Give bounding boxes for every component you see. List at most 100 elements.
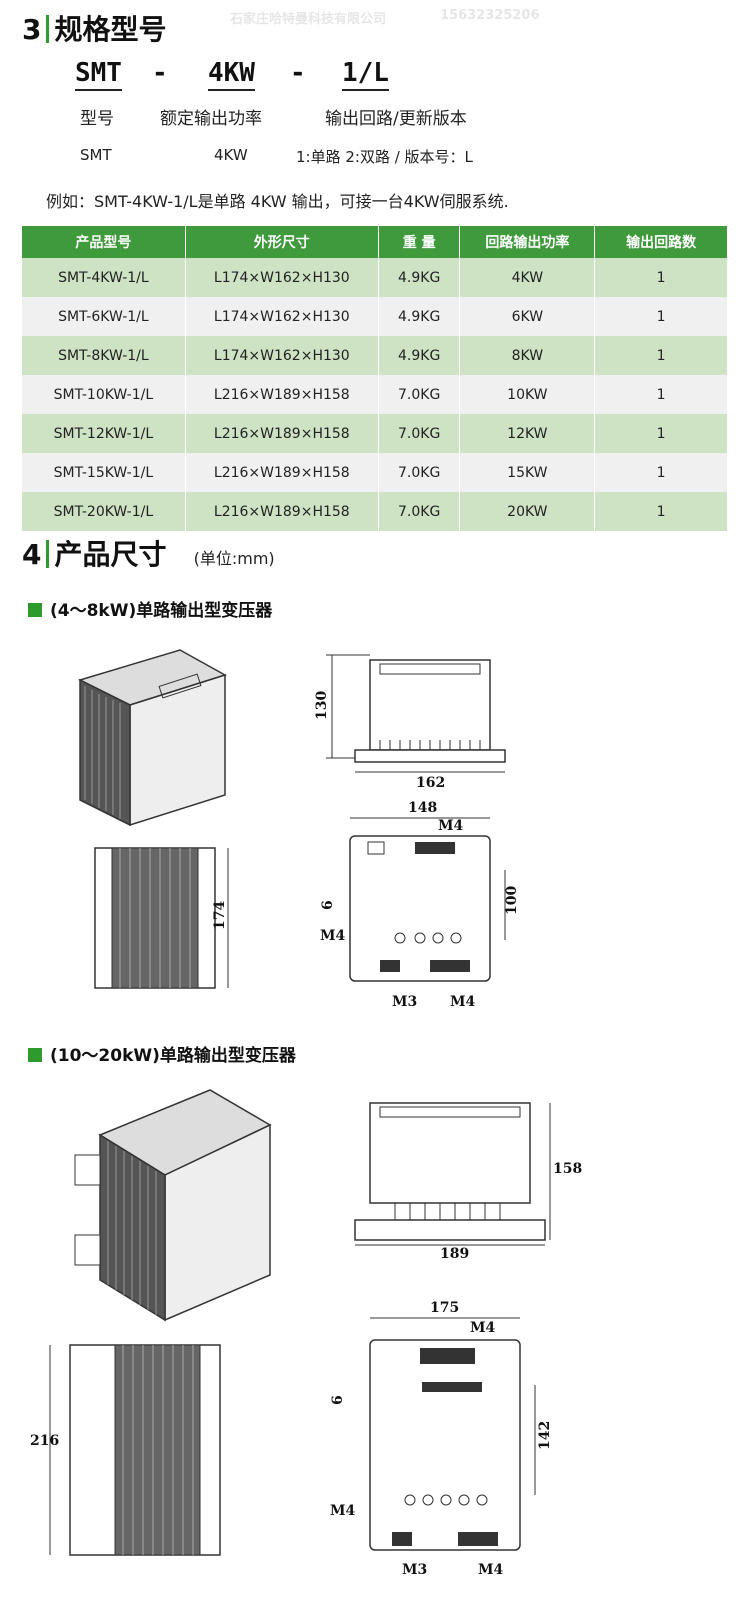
cell-weight: 7.0KG: [378, 453, 461, 492]
front-view-small: 130 162: [310, 650, 510, 791]
section-number: 4: [22, 538, 42, 571]
model-part-series: SMT: [75, 58, 122, 91]
section-3-heading: 3 规格型号: [22, 8, 167, 48]
cell-weight: 7.0KG: [378, 492, 461, 531]
table-header: 重 量: [378, 226, 461, 258]
cell-power: 20KW: [459, 492, 596, 531]
section-divider: [46, 15, 50, 43]
label-m3: M3: [392, 994, 417, 1010]
cell-model: SMT-8KW-1/L: [22, 336, 186, 375]
cell-size: L216×W189×H158: [185, 492, 379, 531]
bullet-square: [28, 603, 42, 617]
cell-weight: 7.0KG: [378, 375, 461, 414]
cell-power: 10KW: [459, 375, 596, 414]
value-circuit: 1:单路 2:双路 / 版本号：L: [296, 148, 473, 166]
subsection-title: (4～8kW)单路输出型变压器: [50, 601, 273, 621]
section-divider: [46, 540, 50, 568]
cell-model: SMT-6KW-1/L: [22, 297, 186, 336]
section-4-heading: 4 产品尺寸 (单位:mm): [22, 533, 275, 573]
cell-weight: 4.9KG: [378, 336, 461, 375]
cell-power: 12KW: [459, 414, 596, 453]
table-header: 产品型号: [22, 226, 186, 258]
dim-side: 174: [212, 901, 228, 930]
model-code: SMT: [75, 58, 122, 91]
dim-width: 189: [440, 1246, 469, 1262]
watermark-company: 石家庄哈特曼科技有限公司: [230, 12, 387, 27]
subsection-small: (4～8kW)单路输出型变压器: [28, 596, 272, 621]
model-dash: -: [290, 58, 306, 88]
label-model: 型号: [80, 109, 114, 129]
cell-power: 8KW: [459, 336, 596, 375]
cell-count: 1: [594, 375, 728, 414]
dim-width: 162: [416, 775, 445, 791]
cell-size: L174×W162×H130: [185, 336, 379, 375]
cell-power: 15KW: [459, 453, 596, 492]
label-m4-top: M4: [438, 818, 463, 834]
dim-height: 130: [314, 691, 330, 720]
cell-count: 1: [594, 297, 728, 336]
front-view-large: 158 189: [354, 1095, 582, 1262]
dim-hole: 142: [537, 1421, 553, 1450]
side-view-large: 216: [30, 1325, 240, 1565]
value-power: 4KW: [214, 146, 248, 164]
label-power: 额定输出功率: [160, 109, 262, 129]
cell-model: SMT-20KW-1/L: [22, 492, 186, 531]
side-view-small: 174: [90, 838, 240, 998]
cell-weight: 4.9KG: [378, 297, 461, 336]
cell-power: 6KW: [459, 297, 596, 336]
cell-count: 1: [594, 492, 728, 531]
label-m4-top: M4: [470, 1320, 495, 1336]
cell-size: L174×W162×H130: [185, 258, 379, 297]
subsection-large: (10～20kW)单路输出型变压器: [28, 1041, 296, 1066]
cell-size: L216×W189×H158: [185, 375, 379, 414]
cell-power: 4KW: [459, 258, 596, 297]
example-text: 例如：SMT-4KW-1/L是单路 4KW 输出，可接一台4KW伺服系统.: [46, 192, 509, 211]
label-m4-bottom: M4: [478, 1562, 503, 1578]
dim-height: 158: [553, 1161, 582, 1177]
value-model: SMT: [80, 146, 112, 164]
iso-view-large: [60, 1075, 290, 1325]
table-header-row: 产品型号 外形尺寸 重 量 回路输出功率 输出回路数: [22, 226, 728, 258]
dim-six: 6: [330, 1395, 346, 1405]
cell-count: 1: [594, 453, 728, 492]
model-part-power: 4KW: [208, 58, 255, 91]
table-header: 输出回路数: [594, 226, 728, 258]
label-m4-left: M4: [330, 1503, 355, 1519]
cell-count: 1: [594, 258, 728, 297]
dim-top: 175: [430, 1300, 459, 1316]
cell-weight: 4.9KG: [378, 258, 461, 297]
cell-weight: 7.0KG: [378, 414, 461, 453]
cell-size: L174×W162×H130: [185, 297, 379, 336]
dim-six: 6: [320, 900, 336, 910]
cell-model: SMT-10KW-1/L: [22, 375, 186, 414]
cell-count: 1: [594, 414, 728, 453]
subsection-title: (10～20kW)单路输出型变压器: [50, 1046, 296, 1066]
top-view-large: 175 M4 142 6 M4 M3 M4: [330, 1300, 560, 1580]
section-number: 3: [22, 13, 42, 46]
top-view-small: 148 M4 100 6 M4 M3 M4: [320, 800, 520, 1010]
cell-count: 1: [594, 336, 728, 375]
unit-label: (单位:mm): [193, 549, 275, 568]
model-part-circuit: 1/L: [342, 58, 389, 91]
cell-size: L216×W189×H158: [185, 414, 379, 453]
model-dash: -: [152, 58, 168, 88]
cell-model: SMT-4KW-1/L: [22, 258, 186, 297]
section-title: 产品尺寸: [54, 538, 167, 571]
cell-model: SMT-12KW-1/L: [22, 414, 186, 453]
dim-side: 216: [30, 1433, 59, 1449]
table-header: 外形尺寸: [185, 226, 379, 258]
cell-model: SMT-15KW-1/L: [22, 453, 186, 492]
section-title: 规格型号: [54, 13, 167, 46]
cell-size: L216×W189×H158: [185, 453, 379, 492]
label-circuit: 输出回路/更新版本: [325, 109, 467, 129]
table-header: 回路输出功率: [459, 226, 596, 258]
label-m4-left: M4: [320, 928, 345, 944]
